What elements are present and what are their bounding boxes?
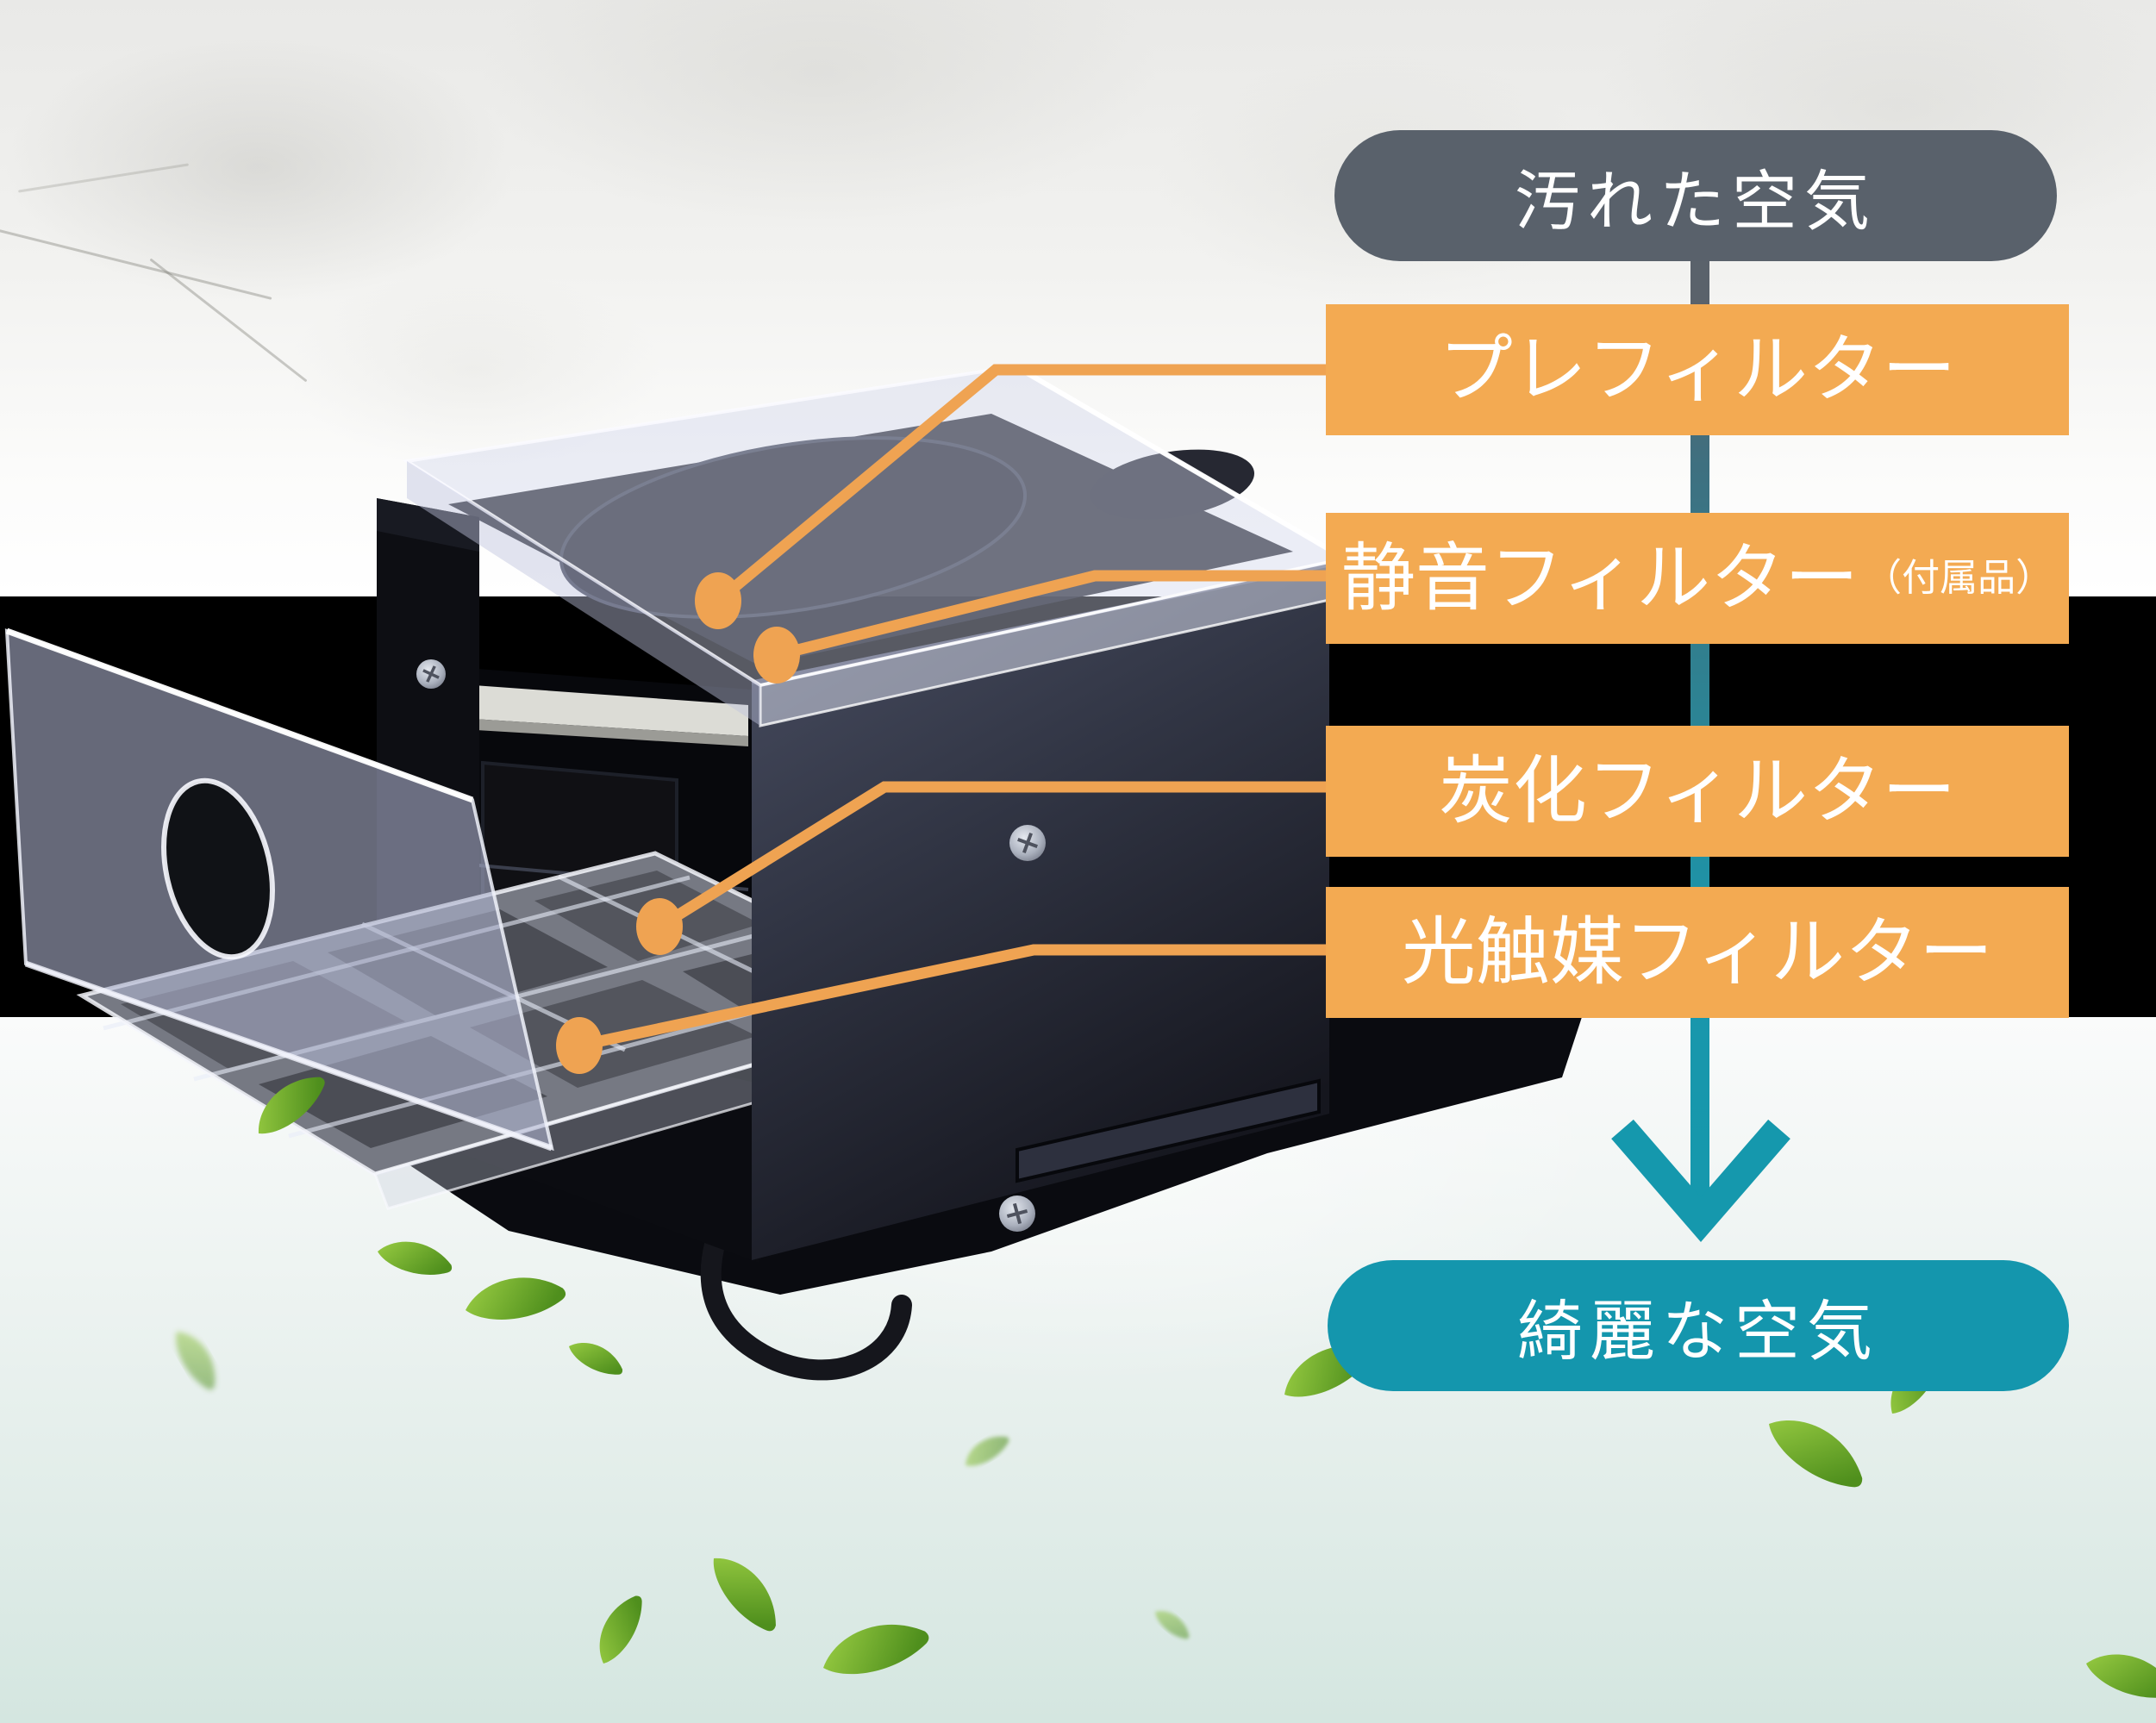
label-clean-air: 綺麗な空気	[1328, 1260, 2069, 1391]
flow-arrowhead	[1611, 1119, 1790, 1242]
callout-dot-photocatalyst-filter	[556, 1017, 603, 1074]
lid-left-edge	[407, 461, 760, 726]
screw	[416, 659, 446, 689]
leaf	[2081, 1642, 2156, 1709]
leaf	[1759, 1401, 1875, 1501]
filter-label: 静音フィルター	[1340, 535, 1859, 621]
air-purifier-device	[4, 364, 1582, 1381]
base-slot	[1016, 1078, 1321, 1183]
leaf	[374, 1233, 456, 1283]
leaf-blurred	[167, 1323, 225, 1395]
filter-box-photocatalyst-filter: 光触媒フィルター	[1326, 887, 2069, 1018]
callout-dot-pre-filter	[695, 572, 741, 629]
acrylic-lid	[402, 364, 1350, 727]
filter-box-silent-filter: 静音フィルター（付属品）	[1326, 513, 2069, 644]
leaf	[816, 1613, 934, 1684]
leaf	[587, 1588, 652, 1670]
door-hole	[161, 777, 275, 960]
dirty-air-text: 汚れた空気	[1515, 163, 1877, 240]
top-vent-circle	[1090, 449, 1255, 520]
leaf-blurred	[959, 1429, 1014, 1472]
filter-label: プレフィルター	[1438, 327, 1957, 413]
filter-label: 炭化フィルター	[1438, 748, 1957, 834]
device-top	[448, 414, 1293, 665]
filter-label: 光触媒フィルター	[1401, 909, 1994, 996]
label-dirty-air: 汚れた空気	[1334, 130, 2057, 261]
callout-line-silent-filter	[775, 570, 1329, 661]
filter-box-carbon-filter: 炭化フィルター	[1326, 726, 2069, 857]
acrylic-door	[4, 627, 554, 1152]
door-bottom-edge	[24, 960, 553, 1152]
screw	[999, 1195, 1035, 1232]
filter-note: （付属品）	[1864, 556, 2054, 600]
leaf	[703, 1544, 790, 1641]
callout-line-photocatalyst-filter	[578, 944, 1329, 1052]
callout-line-carbon-filter	[656, 781, 1329, 932]
left-pillar-cap	[377, 498, 479, 552]
fan-circle	[559, 436, 1028, 619]
leaf-blurred	[1151, 1603, 1195, 1645]
callouts	[556, 364, 1329, 1074]
door-top-edge	[5, 627, 474, 803]
callout-dot-carbon-filter	[636, 898, 683, 955]
clean-air-text: 綺麗な空気	[1517, 1293, 1879, 1370]
right-panel	[751, 562, 1330, 1260]
leaf	[565, 1333, 628, 1383]
screw	[1009, 825, 1046, 861]
lid-highlight	[1014, 364, 1347, 561]
leaf	[461, 1271, 568, 1326]
filter-box-pre-filter: プレフィルター	[1326, 304, 2069, 435]
callout-line-pre-filter	[714, 364, 1329, 605]
callout-dot-silent-filter	[753, 627, 800, 684]
